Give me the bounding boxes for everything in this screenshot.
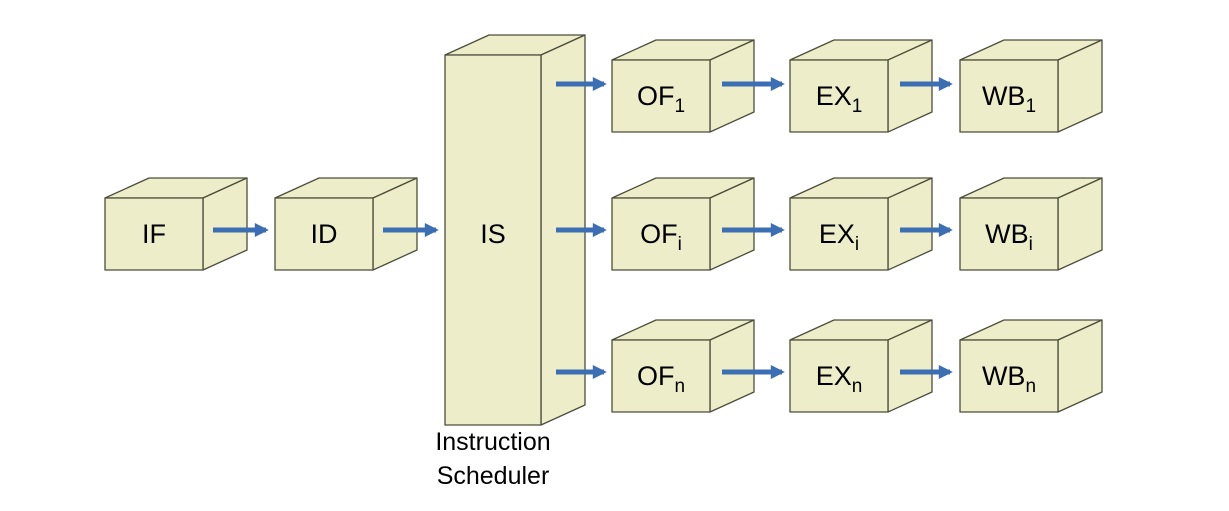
stage-box-is: IS [444,34,586,426]
stage-label-id: ID [311,219,338,249]
scheduler-caption-line1: Instruction [435,428,550,456]
scheduler-caption-line2: Scheduler [437,462,550,490]
stage-box-wb-n: WBn [959,319,1103,413]
box-front-face [959,197,1059,271]
stage-box-wb-i: WBi [959,177,1103,271]
stage-label-ex-1: EX1 [816,81,863,117]
box-front-face [789,59,889,133]
box-front-face [611,339,711,413]
stage-label-ex-n: EXn [816,361,863,397]
box-front-face [104,197,204,271]
scheduler-caption: Instruction Scheduler [435,428,550,490]
stage-label-wb-1: WB1 [982,81,1036,117]
stage-label-if: IF [142,219,166,249]
box-front-face [444,54,542,426]
box-front-face [959,59,1059,133]
stage-label-ex-i: EXi [819,219,859,255]
stage-box-of-i: OFi [611,177,755,271]
box-front-face [611,197,711,271]
stage-box-wb-1: WB1 [959,39,1103,133]
stage-label-of-n: OFn [637,361,685,397]
stage-label-wb-n: WBn [982,361,1036,397]
box-front-face [789,339,889,413]
stage-label-of-i: OFi [640,219,682,255]
stage-box-ex-i: EXi [789,177,933,271]
stage-label-wb-i: WBi [985,219,1033,255]
box-front-face [789,197,889,271]
stage-box-of-n: OFn [611,319,755,413]
stage-box-if: IF [104,177,248,271]
box-front-face [611,59,711,133]
box-front-face [959,339,1059,413]
stage-label-of-1: OF1 [637,81,685,117]
stage-box-id: ID [274,177,418,271]
box-front-face [274,197,374,271]
flow-arrows [213,77,953,379]
stage-label-is: IS [480,219,506,249]
stage-box-ex-n: EXn [789,319,933,413]
